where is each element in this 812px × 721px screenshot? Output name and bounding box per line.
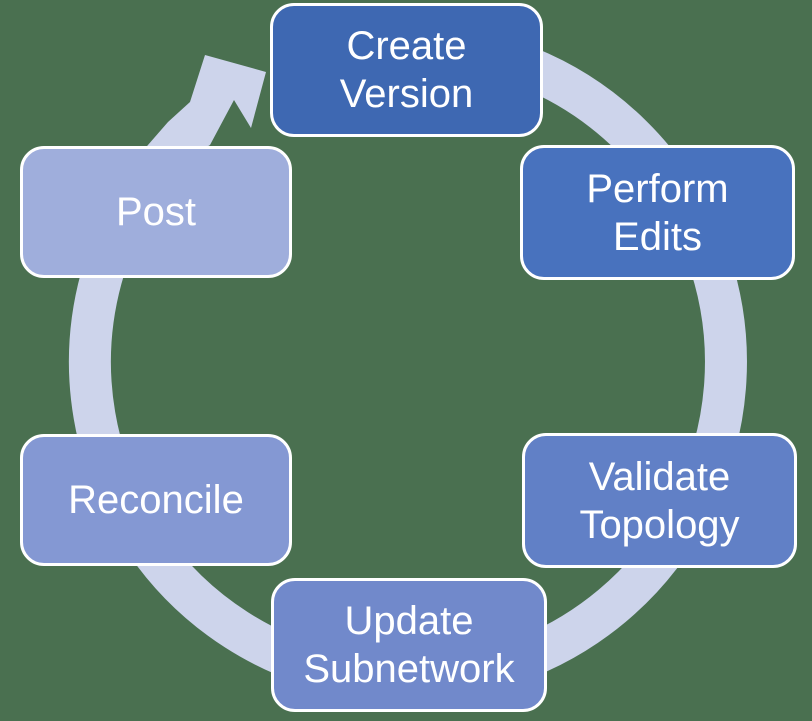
- node-label: Validate Topology: [579, 454, 740, 547]
- node-label: Update Subnetwork: [303, 599, 515, 691]
- node-post: Post: [20, 146, 292, 278]
- node-create-version: Create Version: [270, 3, 543, 137]
- node-label: Post: [115, 190, 197, 234]
- node-reconcile: Reconcile: [20, 434, 292, 566]
- node-label: Create Version: [339, 24, 474, 116]
- node-label: Reconcile: [68, 478, 244, 522]
- node-perform-edits: Perform Edits: [520, 145, 795, 280]
- node-update-subnetwork: Update Subnetwork: [271, 578, 547, 712]
- node-label: Perform Edits: [586, 166, 729, 259]
- node-validate-topology: Validate Topology: [522, 433, 797, 568]
